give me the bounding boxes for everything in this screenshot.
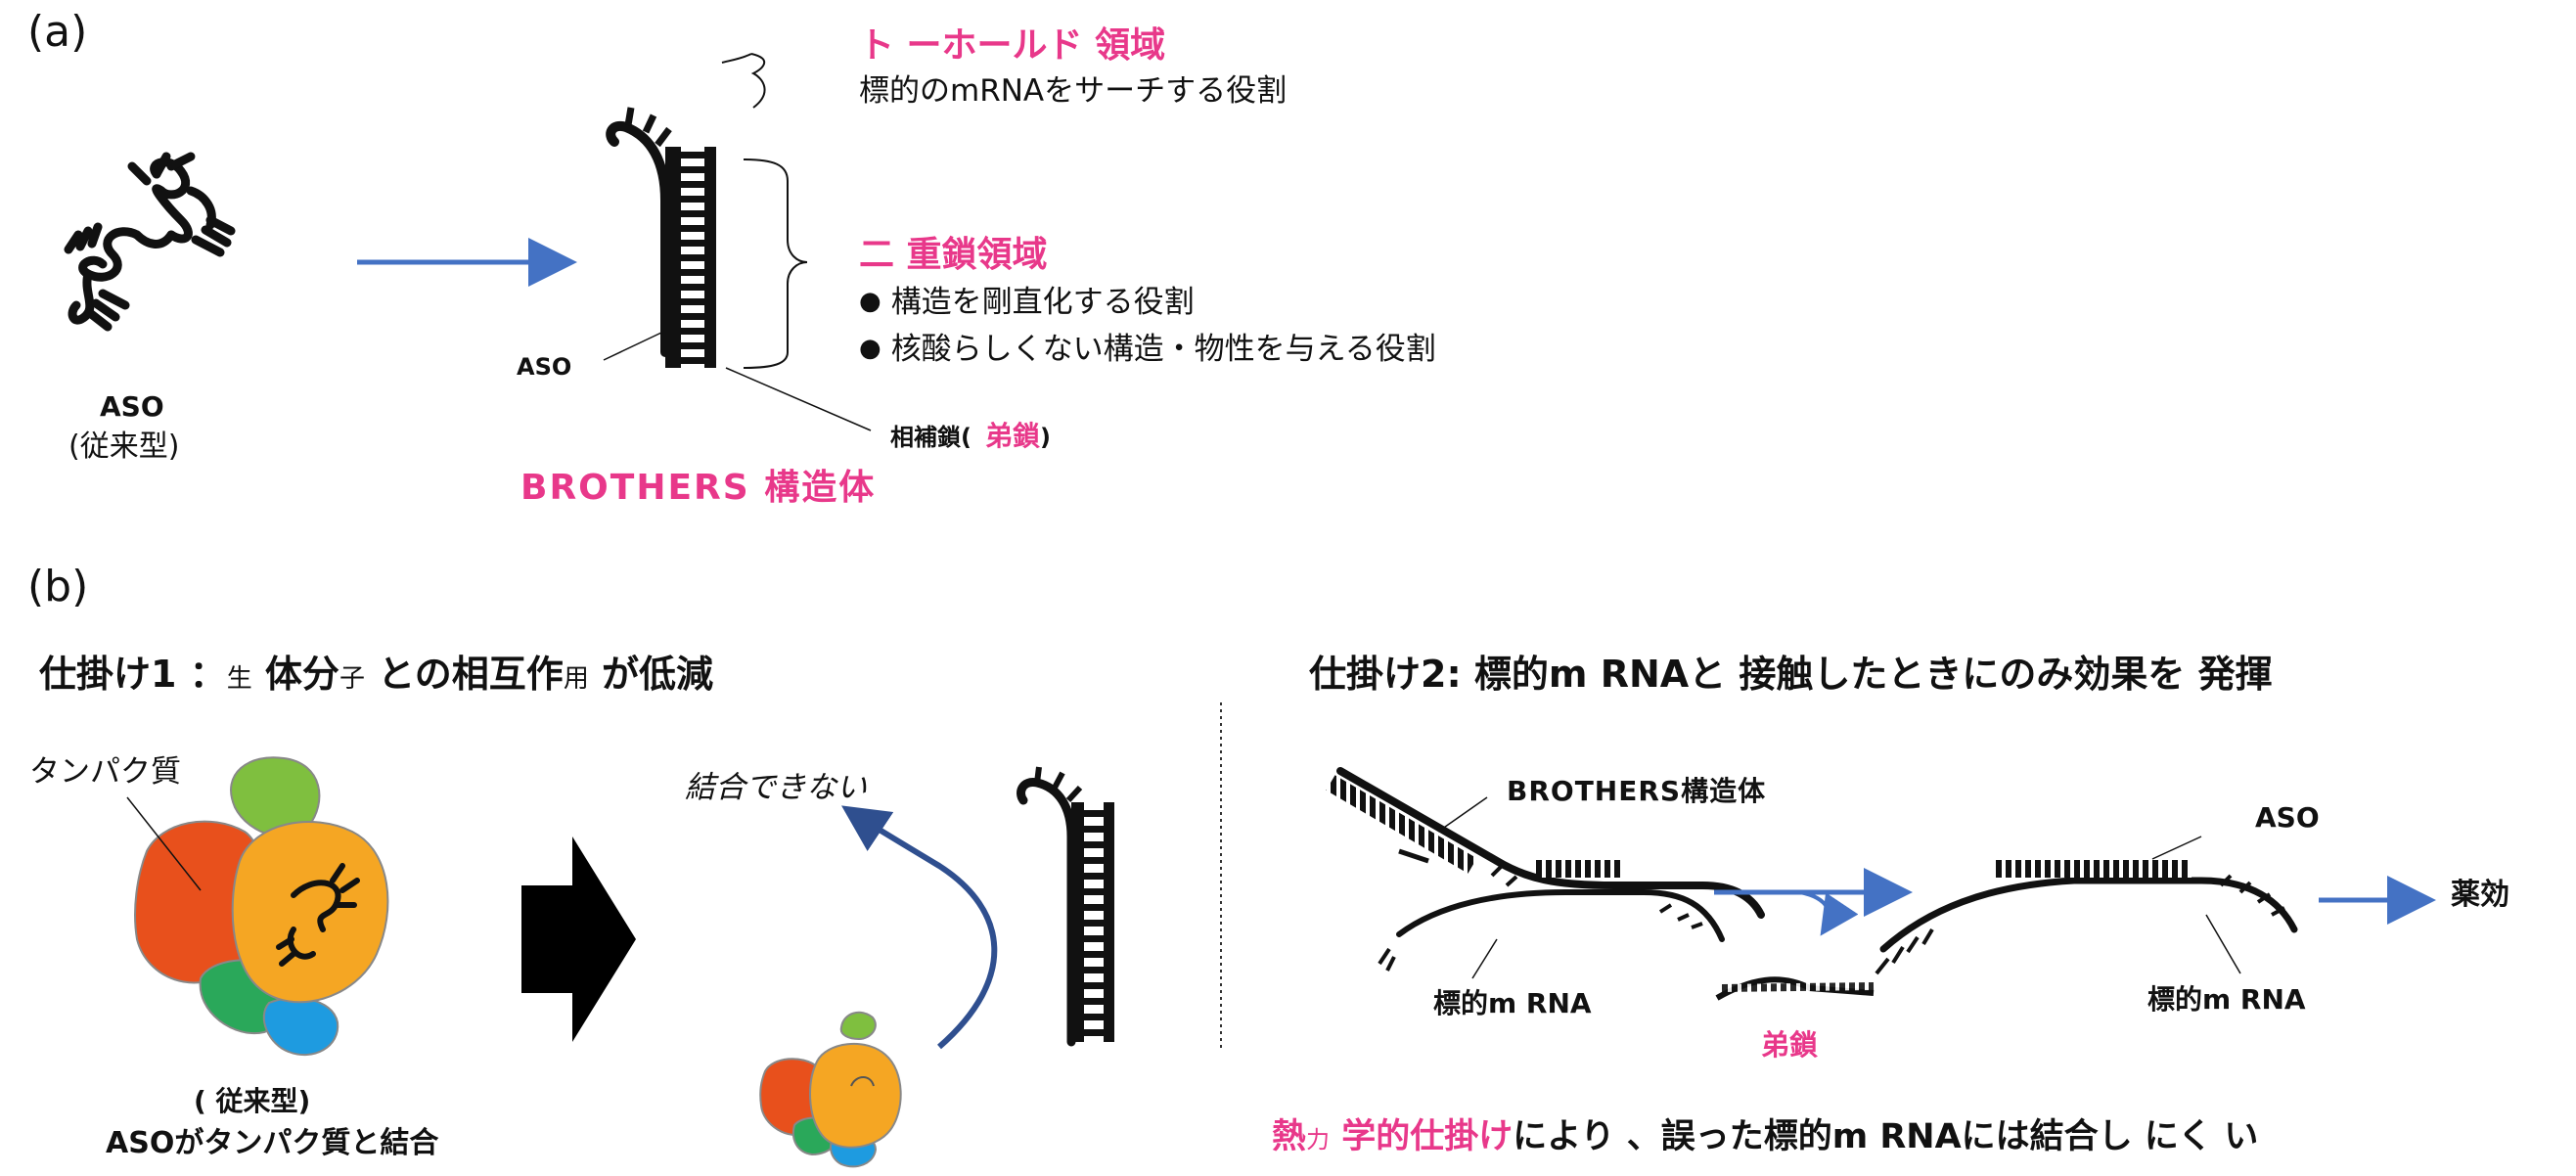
duplex-bullet-2: 核酸らしくない構造・物性を与える役割 <box>859 332 1436 368</box>
mech1-part3: が低減 <box>588 653 714 696</box>
ladder-rung <box>681 196 704 203</box>
aso-label: ASO <box>517 353 572 381</box>
ladder-rung <box>681 240 704 247</box>
release-arrow <box>1799 890 1859 936</box>
complement-leader <box>725 367 872 431</box>
block-arrow-icon <box>521 837 636 1042</box>
toehold-title: ト ーホールド 領域 <box>859 25 1166 66</box>
ladder-rung <box>681 284 704 291</box>
ladder-rung <box>1084 935 1104 942</box>
mech1-you: 用 <box>563 664 589 694</box>
mech1-caption-2: ASOがタンパク質と結合 <box>106 1126 439 1160</box>
aso-label-b: ASO <box>2255 801 2320 834</box>
bottom-pink-2: 学的仕掛け <box>1330 1117 1514 1156</box>
ladder-rung <box>681 254 704 261</box>
ladder-rung <box>1084 1014 1104 1020</box>
ladder-rung <box>681 328 704 335</box>
protein-complex-icon <box>134 756 389 1057</box>
ladder-rung <box>681 298 704 305</box>
mech1-colon: ： <box>189 653 227 696</box>
repel-arrow <box>841 805 998 1050</box>
aso-caption: ASO <box>100 390 164 423</box>
bottom-rest: により 、誤った標的m RNAには結合し にく い <box>1513 1117 2259 1156</box>
mech2-bottom-text: 熱力 学的仕掛けにより 、誤った標的m RNAには結合し にく い <box>1272 1117 2258 1156</box>
ladder-rung <box>681 313 704 320</box>
mech1-part1: 体分 <box>251 653 339 696</box>
brothers-hybrid-icon <box>1326 767 1765 972</box>
bound-aso-icon <box>276 863 360 967</box>
protein-label: タンパク質 <box>29 754 181 790</box>
younger-strand-label: 弟鎖 <box>984 420 1040 452</box>
ladder-rung <box>681 181 704 188</box>
target-mrna-label-2: 標的m RNA <box>2147 983 2306 1016</box>
mech2-title: 仕掛け2: 標的m RNAと 接触したときにのみ効果を 発揮 <box>1309 653 2273 696</box>
mech1-title: 仕掛け1 ：生 体分子 との相互作用 が低減 <box>39 653 714 697</box>
protein-leader <box>126 796 202 891</box>
panel-a-label: (a) <box>27 7 88 57</box>
cannot-bind-label: 結合できない <box>685 770 867 805</box>
drug-effect-label: 薬効 <box>2451 878 2509 912</box>
ladder-rung <box>681 225 704 232</box>
ladder-rung <box>681 166 704 173</box>
mech1-ko: 子 <box>339 664 365 694</box>
mech1-sei: 生 <box>226 664 252 694</box>
protein-complex-small-icon <box>759 1011 902 1168</box>
brothers-label: BROTHERS構造体 <box>1507 775 1767 807</box>
mech1-prefix: 仕掛け1 <box>39 653 190 696</box>
toehold-desc: 標的のmRNAをサーチする役割 <box>859 73 1288 109</box>
structure-name: BROTHERS 構造体 <box>520 468 877 508</box>
ladder-rung <box>1084 810 1104 817</box>
target-mrna-label-1: 標的m RNA <box>1433 987 1592 1019</box>
aso-mrna-duplex-icon <box>1875 860 2298 975</box>
target2-leader <box>2205 914 2241 974</box>
ladder-rung <box>1084 904 1104 911</box>
duplex-title: 二 重鎖領域 <box>859 235 1048 275</box>
ladder-rung <box>1084 888 1104 895</box>
younger-strand-label-b: 弟鎖 <box>1761 1028 1819 1062</box>
bottom-small: 力 <box>1306 1126 1331 1153</box>
duplex-bullet-1: 構造を剛直化する役割 <box>859 285 1195 321</box>
ladder-rung <box>681 357 704 364</box>
ladder-rung <box>1084 826 1104 833</box>
mech1-part2: との相互作 <box>364 653 564 696</box>
ladder-rung <box>1084 920 1104 927</box>
ladder-rung <box>1084 951 1104 958</box>
ladder-rung <box>1084 841 1104 848</box>
aso-conventional-label: (従来型) <box>68 430 180 464</box>
ladder-rung <box>681 152 704 158</box>
aso-leader-b <box>2151 836 2202 860</box>
ladder-rung <box>681 342 704 349</box>
complement-label: 相補鎖( 弟鎖) <box>890 420 1051 452</box>
brothers-small-icon <box>1017 766 1114 1047</box>
ladder-rung <box>681 210 704 217</box>
aso-leader <box>603 332 662 361</box>
ladder-rung <box>681 269 704 276</box>
panel-b-label: (b) <box>27 562 89 611</box>
brothers-leader <box>1437 796 1488 833</box>
brothers-structure-icon <box>606 107 716 368</box>
bottom-pink-1: 熱 <box>1272 1117 1307 1156</box>
ladder-rung <box>1084 998 1104 1005</box>
target1-leader <box>1471 938 1498 979</box>
duplex-brace <box>743 158 808 369</box>
ladder-rung <box>1084 982 1104 989</box>
conventional-aso-icon <box>64 152 236 332</box>
ladder-rung <box>1084 1029 1104 1036</box>
complement-close: ) <box>1039 424 1051 451</box>
ladder-rung <box>1084 857 1104 864</box>
ladder-rung <box>1084 967 1104 973</box>
ladder-rung <box>1084 873 1104 880</box>
complement-text: 相補鎖( <box>890 424 972 451</box>
toehold-brace <box>721 53 766 109</box>
mech1-caption-1: ( 従来型) <box>194 1085 311 1117</box>
